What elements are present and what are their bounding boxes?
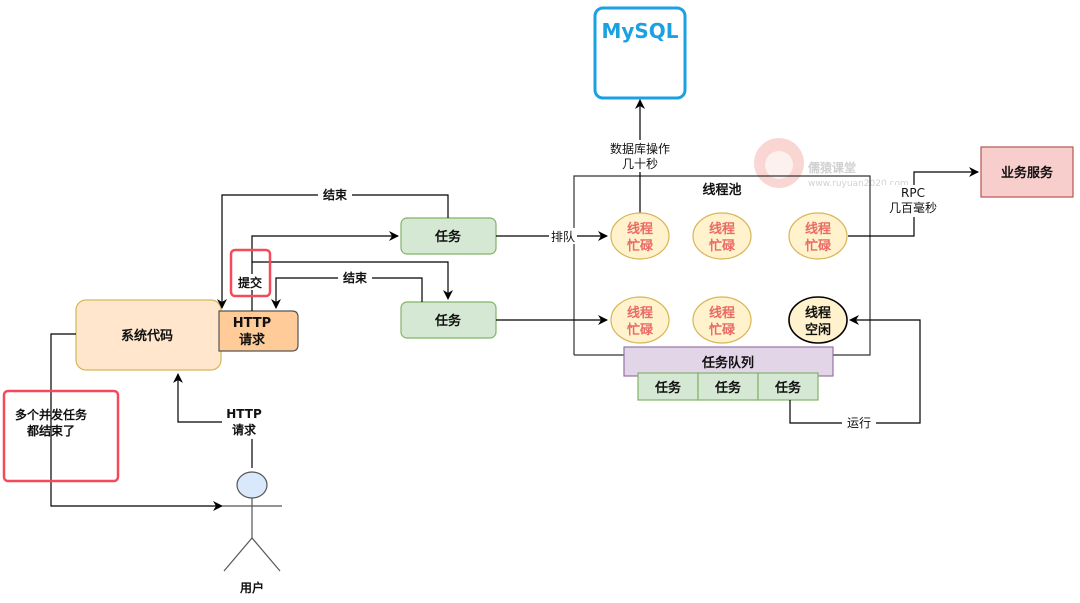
db-edge-label-1: 数据库操作: [610, 141, 670, 156]
mysql-node[interactable]: MySQL: [593, 6, 687, 100]
queue-task-label: 任务: [654, 380, 682, 396]
rpc-edge-label-1: RPC: [901, 186, 925, 200]
user-http-label-2: 请求: [232, 422, 257, 437]
queue-task-label: 任务: [714, 380, 742, 396]
note-highlight: [2, 389, 120, 483]
submit-label: 提交: [238, 275, 262, 290]
user-http-edge: [173, 373, 253, 468]
completion-edge: [50, 333, 223, 511]
user-http-label-1: HTTP: [226, 407, 262, 421]
task-queue[interactable]: 任务队列: [623, 346, 834, 377]
http-box-label-2: 请求: [239, 332, 266, 348]
queue-edge-label: 排队: [551, 229, 575, 244]
note-line-1: 多个并发任务: [15, 407, 88, 422]
business-service-node[interactable]: 业务服务: [980, 146, 1074, 198]
user-actor[interactable]: [222, 471, 282, 572]
thread-label: 线程: [805, 221, 831, 237]
submit-edge-1: [251, 231, 399, 311]
thread-label: 线程: [627, 221, 653, 237]
queue-task-item[interactable]: 任务: [757, 372, 819, 401]
system-code-label: 系统代码: [121, 328, 173, 344]
note-line-2: 都结束了: [26, 423, 75, 438]
queue-task-label: 任务: [774, 380, 802, 396]
http-request-node[interactable]: HTTP 请求: [218, 310, 299, 352]
submit-edge-2: [252, 261, 453, 300]
queue-items: 任务 任务 任务: [637, 372, 819, 401]
rpc-edge-label-2: 几百毫秒: [889, 200, 937, 215]
task-queue-title: 任务队列: [701, 355, 754, 371]
run-edge-label: 运行: [847, 416, 871, 430]
watermark-brand: 儒猿课堂: [808, 160, 856, 175]
end-label-1: 结束: [323, 187, 348, 202]
system-code-node[interactable]: 系统代码: [75, 299, 222, 371]
thread-label: 线程: [709, 221, 735, 237]
task-node-1[interactable]: 任务: [400, 217, 497, 255]
thread-label: 线程: [805, 305, 831, 321]
task-label-1: 任务: [434, 229, 462, 245]
thread-label: 忙碌: [805, 238, 832, 254]
queue-task-item[interactable]: 任务: [637, 372, 699, 401]
thread-label: 线程: [709, 305, 735, 321]
watermark-url: www.ruyuan2020.com: [808, 179, 909, 189]
thread-label: 忙碌: [627, 322, 654, 338]
run-edge: [789, 315, 921, 424]
mysql-label: MySQL: [601, 19, 678, 43]
user-label: 用户: [239, 580, 264, 595]
thread-label: 忙碌: [709, 238, 736, 254]
thread-pool-title: 线程池: [702, 182, 741, 198]
thread-label: 忙碌: [709, 322, 736, 338]
thread-label: 线程: [627, 305, 653, 321]
task-label-2: 任务: [434, 313, 462, 329]
queue-task-item[interactable]: 任务: [697, 372, 759, 401]
thread-label: 忙碌: [627, 238, 654, 254]
task-node-2[interactable]: 任务: [400, 301, 497, 339]
http-box-label-1: HTTP: [233, 316, 271, 331]
submit-highlight: [229, 248, 272, 298]
watermark: 儒猿课堂 www.ruyuan2020.com: [754, 138, 909, 189]
db-edge-label-2: 几十秒: [622, 157, 658, 171]
thread-label: 空闲: [805, 322, 831, 338]
business-service-label: 业务服务: [1001, 165, 1054, 181]
end-label-2: 结束: [343, 270, 368, 285]
user-head-icon: [236, 471, 268, 499]
